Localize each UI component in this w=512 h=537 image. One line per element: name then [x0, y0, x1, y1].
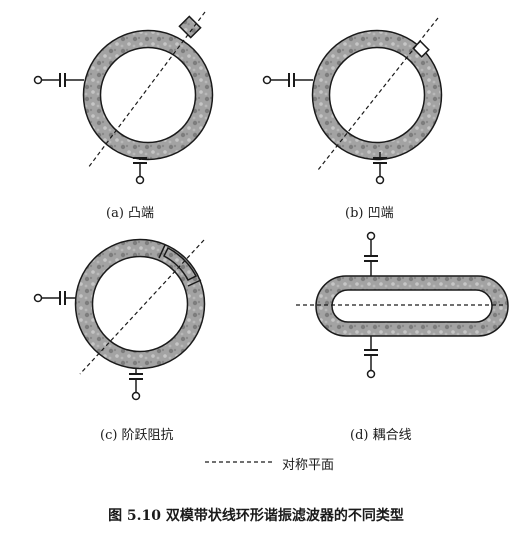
output-port-a [133, 157, 147, 185]
convex-stub [178, 15, 202, 39]
input-port-a [33, 73, 84, 87]
figure-title: 图 5.10 双模带状线环形谐振滤波器的不同类型 [108, 508, 404, 524]
symmetry-line-c [79, 239, 205, 375]
stadium-inner [331, 289, 493, 323]
step-mark-1 [158, 244, 166, 259]
caption-b: (b) 凹端 [345, 206, 394, 221]
caption-d: (d) 耦合线 [350, 428, 412, 443]
panel-b-concave [262, 17, 443, 185]
stepped-section [163, 246, 198, 281]
caption-c: (c) 阶跃阻抗 [100, 428, 174, 443]
legend-label: 对称平面 [282, 458, 335, 473]
ring-c [74, 238, 206, 370]
ring-b [311, 29, 443, 161]
input-port-c [33, 291, 76, 305]
symmetry-line-a [87, 11, 206, 169]
step-mark-2 [187, 279, 202, 287]
panel-c-stepped-impedance [33, 238, 206, 401]
panel-d-coupled-lines [296, 231, 509, 379]
output-port-d [364, 336, 378, 379]
input-port-b [262, 73, 313, 87]
ring-a [82, 29, 214, 161]
panel-a-convex [33, 11, 214, 185]
concave-notch [412, 40, 430, 58]
caption-a: (a) 凸端 [106, 206, 155, 221]
symmetry-line-b [317, 17, 439, 171]
output-port-c [129, 369, 143, 401]
input-port-d [364, 231, 378, 276]
output-port-b [373, 152, 387, 185]
